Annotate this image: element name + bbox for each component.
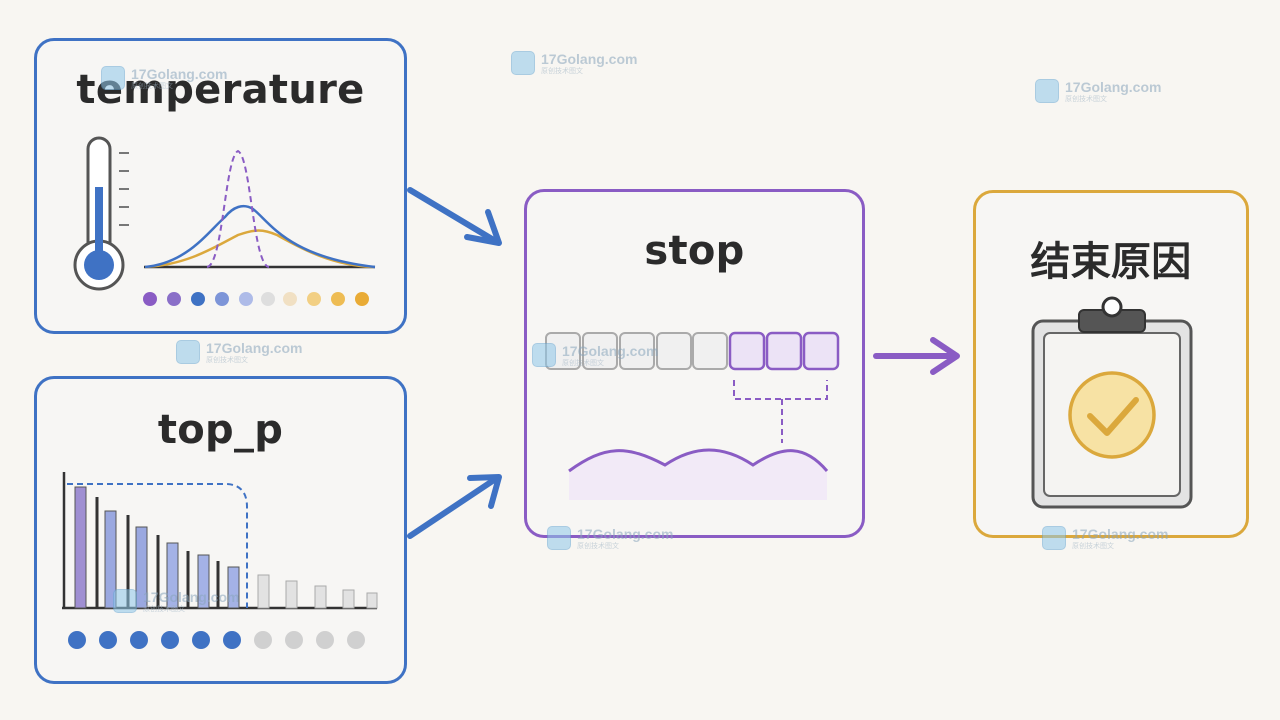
arrow-top-p-to-stop [407, 474, 502, 539]
check-circle-icon [1068, 371, 1156, 459]
watermark-logo-icon [1042, 526, 1066, 550]
finish-reason-illustration [1031, 296, 1193, 509]
watermark-text: 17Golang.com [143, 588, 240, 605]
stop-title: stop [644, 228, 745, 274]
watermark-logo-icon [547, 526, 571, 550]
finish-reason-panel: 结束原因 [973, 190, 1249, 538]
watermark-text: 17Golang.com [562, 342, 659, 359]
token-sequence [545, 331, 840, 371]
wave-fill [569, 450, 827, 500]
watermark-subtext: 原创技术图文 [206, 355, 248, 364]
top-p-illustration [62, 472, 378, 649]
watermark-logo-icon [176, 340, 200, 364]
output-wave [568, 448, 829, 473]
watermark-text: 17Golang.com [1065, 78, 1162, 95]
token-dots [143, 292, 369, 306]
watermark-subtext: 原创技术图文 [143, 604, 185, 613]
watermark-logo-icon [101, 66, 125, 90]
medium-temperature-curve [144, 205, 376, 269]
watermark-text: 17Golang.com [131, 65, 228, 82]
arrow-temperature-to-stop [407, 187, 502, 246]
stop-panel: stop [524, 189, 865, 538]
arrow-stop-to-finish-reason [873, 337, 960, 375]
finish-reason-title: 结束原因 [1030, 239, 1192, 285]
watermark-subtext: 原创技术图文 [541, 66, 583, 75]
watermark-subtext: 原创技术图文 [1072, 541, 1114, 550]
watermark-text: 17Golang.com [577, 525, 674, 542]
top-p-panel: top_p [34, 376, 407, 684]
watermark-text: 17Golang.com [206, 339, 303, 356]
watermark-logo-icon [532, 343, 556, 367]
watermark-subtext: 原创技术图文 [131, 81, 173, 90]
high-temperature-curve [206, 149, 270, 268]
top-p-title: top_p [157, 407, 284, 453]
watermark-logo-icon [511, 51, 535, 75]
watermark-text: 17Golang.com [541, 50, 638, 67]
watermark-logo-icon [1035, 79, 1059, 103]
distribution-curves [144, 149, 376, 269]
thermometer-icon [73, 136, 129, 291]
watermark-logo-icon [113, 589, 137, 613]
stop-sequence-bracket [733, 380, 828, 443]
token-dots [68, 631, 365, 649]
watermark-subtext: 原创技术图文 [562, 358, 604, 367]
nucleus-boundary [67, 483, 248, 608]
temperature-panel: temperature [34, 38, 407, 334]
stop-illustration [545, 331, 840, 500]
watermark-subtext: 原创技术图文 [577, 541, 619, 550]
temperature-illustration [73, 136, 376, 306]
watermark-text: 17Golang.com [1072, 525, 1169, 542]
watermark-subtext: 原创技术图文 [1065, 94, 1107, 103]
